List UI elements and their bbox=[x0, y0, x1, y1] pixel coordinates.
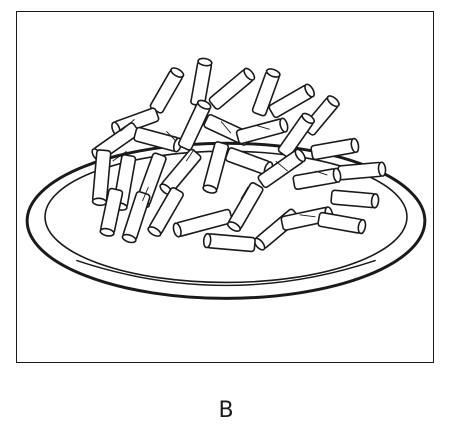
plate-rim-outer bbox=[25, 141, 427, 300]
penne-pile bbox=[91, 57, 387, 253]
illustration-frame bbox=[16, 11, 434, 363]
pasta-plate-illustration bbox=[25, 57, 427, 300]
plate-base-shadow bbox=[76, 259, 376, 287]
figure-label: B bbox=[218, 398, 234, 423]
penne-ridges bbox=[112, 119, 328, 218]
